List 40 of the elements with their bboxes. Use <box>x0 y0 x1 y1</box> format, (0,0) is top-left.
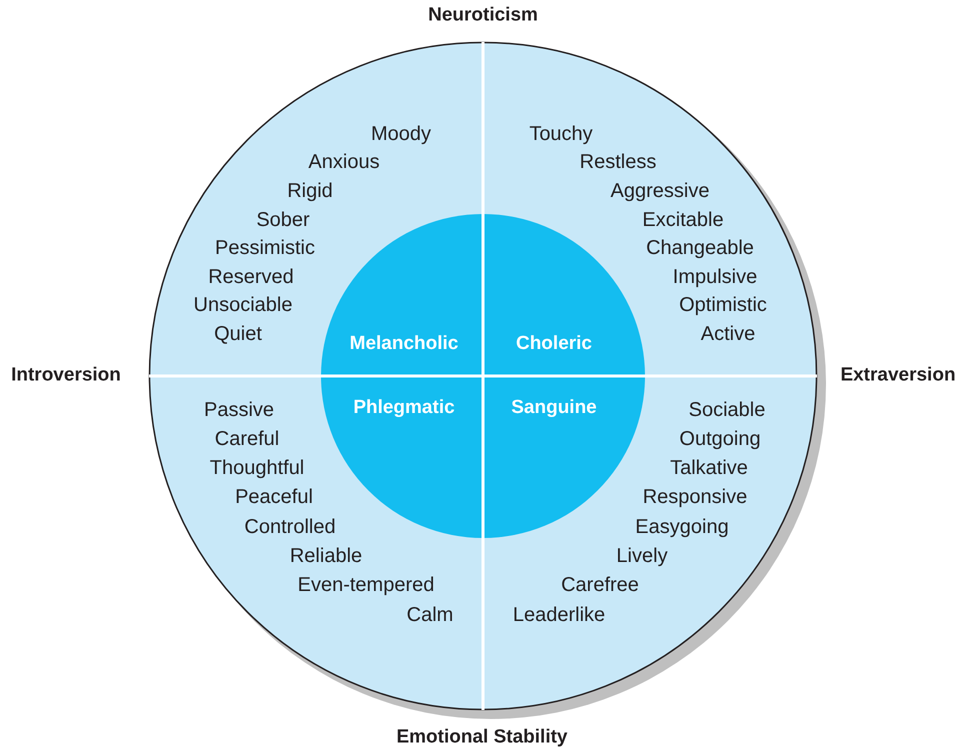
trait-word: Outgoing <box>679 428 761 450</box>
trait-word: Pessimistic <box>215 237 315 259</box>
trait-word: Passive <box>204 399 274 421</box>
trait-word: Rigid <box>287 180 333 202</box>
axis-label: Emotional Stability <box>396 728 568 748</box>
trait-word: Peaceful <box>235 486 313 508</box>
trait-word: Restless <box>580 151 656 173</box>
trait-word: Controlled <box>244 516 336 538</box>
trait-word: Responsive <box>642 486 748 508</box>
trait-word: Touchy <box>529 123 593 145</box>
trait-word: Easygoing <box>635 516 729 538</box>
temperament-label: Choleric <box>516 333 592 355</box>
axis-label: Neuroticism <box>428 6 538 26</box>
trait-word: Aggressive <box>610 180 710 202</box>
trait-word: Talkative <box>670 457 748 479</box>
trait-word: Calm <box>406 604 454 626</box>
trait-word: Thoughtful <box>210 457 304 479</box>
trait-word: Impulsive <box>672 266 758 288</box>
trait-word: Reliable <box>290 545 362 567</box>
trait-word: Unsociable <box>194 294 292 316</box>
temperament-label: Melancholic <box>350 333 458 355</box>
trait-word: Quiet <box>214 323 262 345</box>
trait-word: Reserved <box>208 266 294 288</box>
trait-word: Optimistic <box>679 294 767 316</box>
temperament-label: Phlegmatic <box>353 397 455 419</box>
trait-word: Anxious <box>308 151 380 173</box>
trait-word: Leaderlike <box>512 604 606 626</box>
temperament-label: Sanguine <box>511 397 597 419</box>
trait-word: Excitable <box>642 209 724 231</box>
trait-word: Active <box>700 323 756 345</box>
trait-word: Lively <box>616 545 668 567</box>
trait-word: Sober <box>256 209 310 231</box>
trait-word: Careful <box>214 428 280 450</box>
trait-word: Even-tempered <box>298 574 434 596</box>
axis-label: Extraversion <box>840 366 956 386</box>
trait-word: Moody <box>370 123 432 145</box>
trait-word: Carefree <box>561 574 639 596</box>
axis-label: Introversion <box>11 366 121 386</box>
trait-word: Changeable <box>646 237 754 259</box>
trait-word: Sociable <box>688 399 766 421</box>
